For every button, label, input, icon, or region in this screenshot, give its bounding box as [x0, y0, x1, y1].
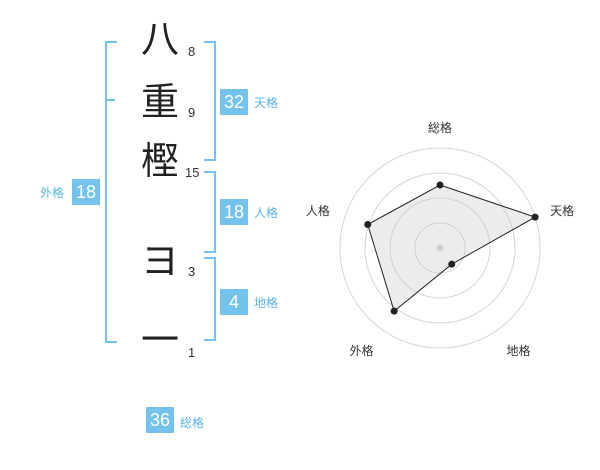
radar-ring-4: [339, 147, 541, 349]
radar-ring-2: [389, 197, 491, 299]
radar-axis-label-5: 人格: [306, 203, 330, 218]
soukaku-value: 36: [146, 407, 174, 433]
radar-ring-3: [364, 172, 516, 324]
radar-center-dot: [436, 244, 444, 252]
radar-ring-1: [414, 222, 466, 274]
chikaku-label: 地格: [254, 296, 279, 310]
gaikaku-bracket: [105, 41, 117, 343]
stroke-count-4: 3: [188, 264, 196, 279]
stroke-count-3: 15: [185, 165, 200, 180]
radar-point-3: [448, 260, 456, 268]
radar-point-4: [390, 307, 398, 315]
soukaku-label: 総格: [180, 416, 205, 430]
chikaku-value: 4: [220, 289, 248, 315]
tenkaku-value: 32: [220, 89, 248, 115]
radar-axis-label-1: 総格: [428, 120, 452, 135]
radar-series-area: [367, 184, 537, 312]
radar-point-2: [531, 213, 539, 221]
stroke-count-2: 9: [188, 105, 196, 120]
radar-point-1: [436, 181, 444, 189]
gaikaku-value: 18: [72, 179, 100, 205]
name-char-4: ヨ: [140, 239, 179, 283]
tenkaku-bracket: [204, 41, 216, 161]
gaikaku-label: 外格: [40, 186, 65, 200]
stroke-count-1: 8: [188, 44, 196, 59]
gaikaku-bracket-tick: [105, 99, 115, 101]
name-char-2: 重: [140, 80, 179, 124]
name-char-3: 樫: [140, 139, 179, 183]
stroke-count-5: 1: [188, 345, 196, 360]
radar-axis-label-2: 天格: [550, 203, 574, 218]
jinkaku-label: 人格: [254, 206, 279, 220]
chikaku-bracket: [204, 257, 216, 341]
jinkaku-bracket: [204, 171, 216, 253]
name-char-5: 一: [140, 318, 179, 362]
radar-axis-label-4: 外格: [349, 343, 373, 358]
radar-axis-label-3: 地格: [507, 343, 531, 358]
radar-point-5: [364, 221, 372, 229]
jinkaku-value: 18: [220, 199, 248, 225]
tenkaku-label: 天格: [254, 96, 279, 110]
name-char-1: 八: [140, 17, 179, 61]
